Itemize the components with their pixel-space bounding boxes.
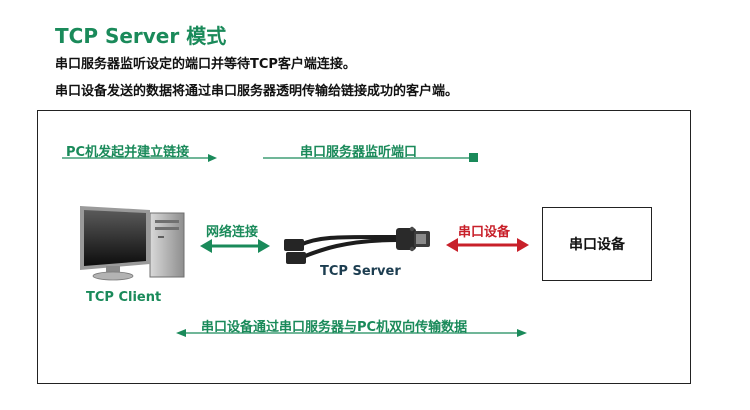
pc-initiate-label: PC机发起并建立链接 — [66, 141, 189, 160]
bidirectional-caption: 串口设备通过串口服务器与PC机双向传输数据 — [201, 316, 467, 335]
tcp-server-label: TCP Server — [320, 264, 401, 279]
server-listen-label: 串口服务器监听端口 — [300, 141, 417, 160]
serial-device-arrow — [446, 238, 529, 252]
serial-device-arrow-label: 串口设备 — [458, 221, 510, 240]
tcp-client-label: TCP Client — [86, 290, 161, 305]
serial-server-cable-icon — [284, 227, 430, 264]
serial-device-box-label: 串口设备 — [569, 234, 625, 254]
serial-device-box: 串口设备 — [542, 207, 652, 281]
computer-icon — [80, 206, 184, 280]
listen-port-icon — [469, 153, 478, 162]
network-connection-arrow — [200, 239, 270, 253]
network-connection-label: 网络连接 — [206, 221, 258, 240]
